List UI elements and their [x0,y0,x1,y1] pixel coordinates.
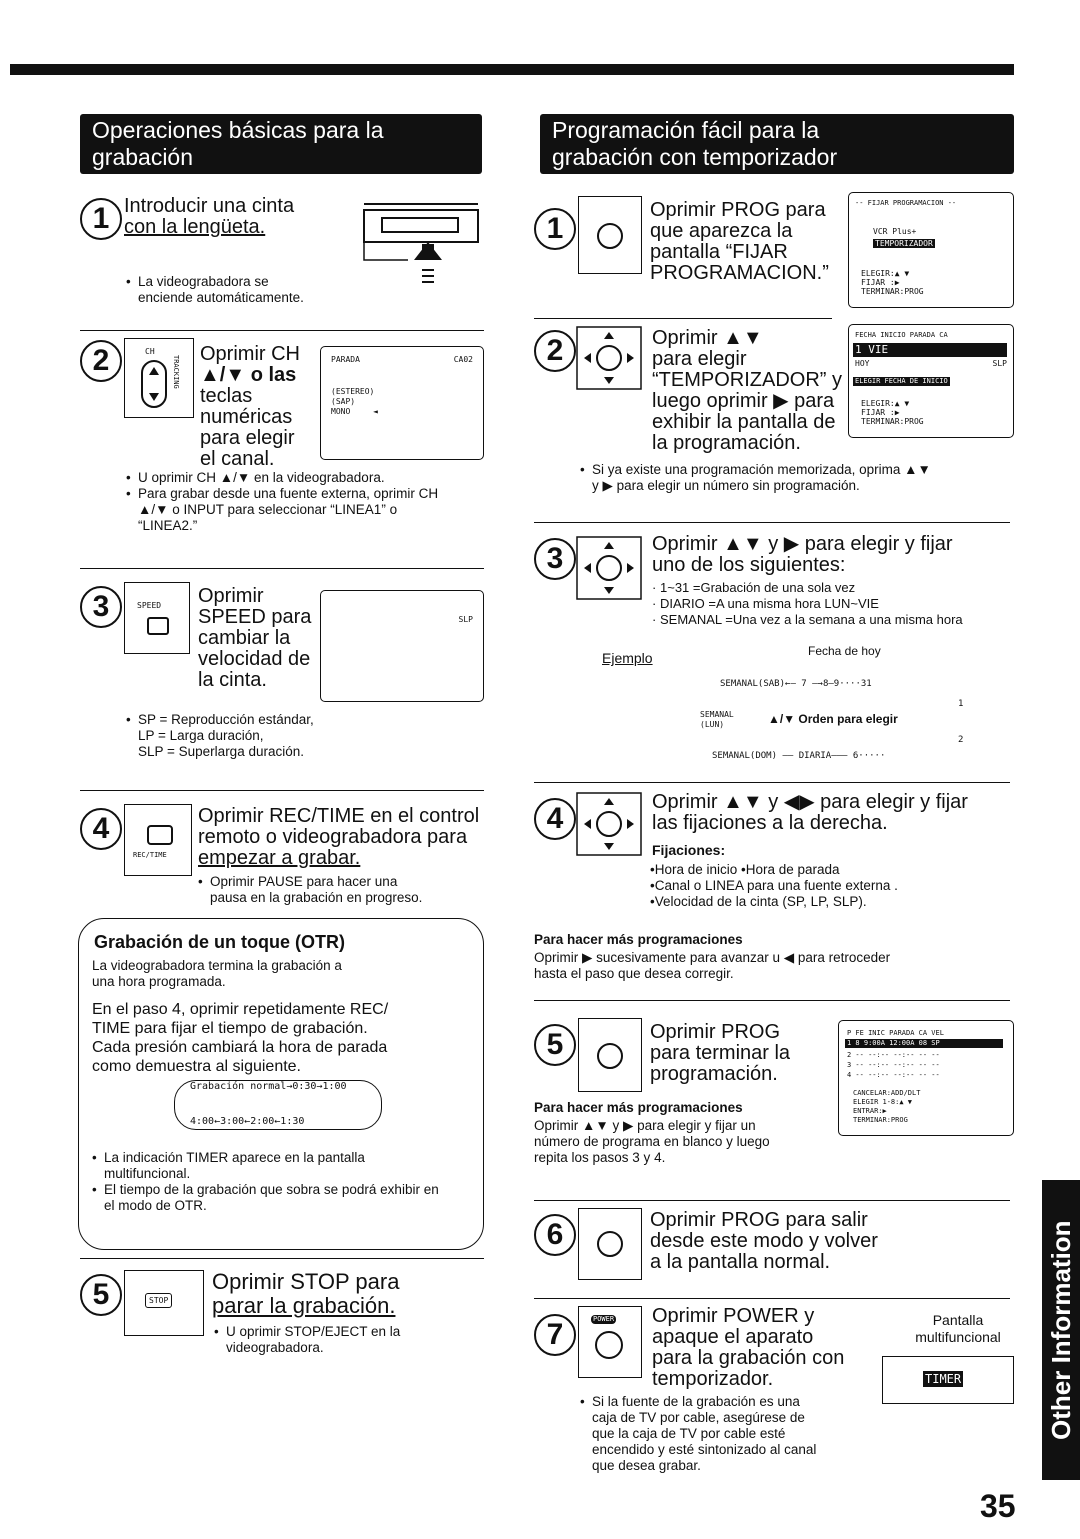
fecha-label: Fecha de hoy [808,644,881,658]
arrow-pad-icon [576,536,642,600]
prog-key-box [578,196,642,274]
r-step-2-number: 2 [534,330,576,372]
more-programs-text: Oprimir ▶ sucesivamente para avanzar u ◀… [534,950,891,981]
divider [80,568,484,569]
order-num-2: 2 [958,735,964,745]
divider [534,522,1010,523]
step-4-number: 4 [80,808,122,850]
otr-cycle-top: Grabación normal→0:30→1:00 [190,1081,347,1092]
r-step-3-number: 3 [534,538,576,580]
divider [534,782,1010,783]
step-1-text: Introducir una cinta con la lengüeta. [124,195,295,238]
cassette-tab-illustration [363,203,479,283]
order-num-1: 1 [958,699,964,709]
prog-key-box [578,1018,642,1092]
divider [80,330,484,331]
otr-paragraph: En el paso 4, oprimir repetidamente REC/… [92,1001,389,1075]
step-2-number: 2 [80,340,122,382]
speed-button-icon [147,617,169,635]
divider [534,318,832,319]
r-step-6-number: 6 [534,1214,576,1256]
prog-button-icon [597,1231,623,1257]
power-key-box: POWER [578,1306,642,1378]
divider [534,1298,1010,1299]
order-weekly-day: (LUN) [700,720,725,729]
otr-cycle-loop [174,1080,382,1130]
otr-intro: La videograbadora termina la grabación a… [92,958,342,989]
stop-button-icon: STOP [145,1293,173,1308]
arrow-pad-icon [576,326,642,390]
speed-screen: SLP [320,590,484,702]
step-5-notes: U oprimir STOP/EJECT en lavideograbadora… [214,1324,484,1356]
step-1-number: 1 [80,198,122,240]
r-step-7-notes: Si la fuente de la grabación es unacaja … [580,1394,880,1474]
step-3-notes: SP = Reproducción estándar,LP = Larga du… [126,712,446,760]
otr-notes: La indicación TIMER aparece en la pantal… [92,1150,452,1214]
divider [534,1200,1010,1201]
order-line-1: SEMANAL(SAB)←— 7 —→8–9····31 [720,679,872,689]
speed-key-box: SPEED [124,582,190,654]
order-instruction: ▲/▼ Orden para elegir [768,712,898,726]
prog-key-box [578,1208,642,1280]
timer-display: TIMER [882,1356,1014,1404]
order-line-2: SEMANAL(DOM) —— DIARIA——— 6····· [712,751,886,761]
r-step-7-number: 7 [534,1314,576,1356]
stop-key-box: STOP [124,1270,204,1336]
arrow-pad-icon [576,792,642,856]
rec-button-icon [147,825,173,845]
example-label: Ejemplo [602,650,653,666]
r-step-5-number: 5 [534,1024,576,1066]
r-step-4-number: 4 [534,798,576,840]
top-rule [10,64,1014,75]
fijaciones-list: •Hora de inicio •Hora de parada•Canal o … [650,862,898,909]
fijaciones-title: Fijaciones: [652,842,726,858]
power-button-icon [595,1331,623,1359]
more-programs-title: Para hacer más programaciones [534,1100,743,1115]
program-list-screen: P FE INIC PARADA CA VEL 1 8 9:00A 12:00A… [838,1020,1014,1136]
temporizador-screen: FECHA INICIO PARADA CA 1 VIE HOY SLP ELE… [848,324,1014,438]
divider [534,1000,1010,1001]
step-2-notes: U oprimir CH ▲/▼ en la videograbadora. P… [126,470,446,534]
page-number: 35 [980,1488,1016,1524]
divider [80,790,484,791]
ch-key-box: CH TRACKING [124,338,194,418]
order-weekly-label: SEMANAL [700,710,734,719]
r-step-2-text: Oprimir ▲▼para elegir“TEMPORIZADOR” y lu… [652,327,842,454]
ch-rocker-icon [141,360,167,408]
rec-time-key-box: REC/TIME [124,804,192,876]
more-programs-title: Para hacer más programaciones [534,932,743,947]
r-step-3-list: 1~31 =Grabación de una sola vezDIARIO =A… [652,580,1022,628]
r-step-2-notes: Si ya existe una programación memorizada… [580,462,1020,494]
otr-title: Grabación de un toque (OTR) [94,932,345,952]
otr-box [78,918,484,1250]
divider [80,1258,484,1259]
channel-screen: PARADA CA02 (ESTEREO) (SAP) MONO ◄ [320,346,484,460]
prog-button-icon [597,1043,623,1069]
step-3-number: 3 [80,586,122,628]
step-5-number: 5 [80,1274,122,1316]
fijar-programacion-screen: -- FIJAR PROGRAMACION -- VCR Plus+ TEMPO… [848,192,1014,308]
side-tab: Other Information [1042,1180,1080,1480]
prog-button-icon [597,223,623,249]
otr-cycle-bottom: 4:00←3:00←2:00←1:30 [190,1116,305,1127]
r-step-1-number: 1 [534,208,576,250]
